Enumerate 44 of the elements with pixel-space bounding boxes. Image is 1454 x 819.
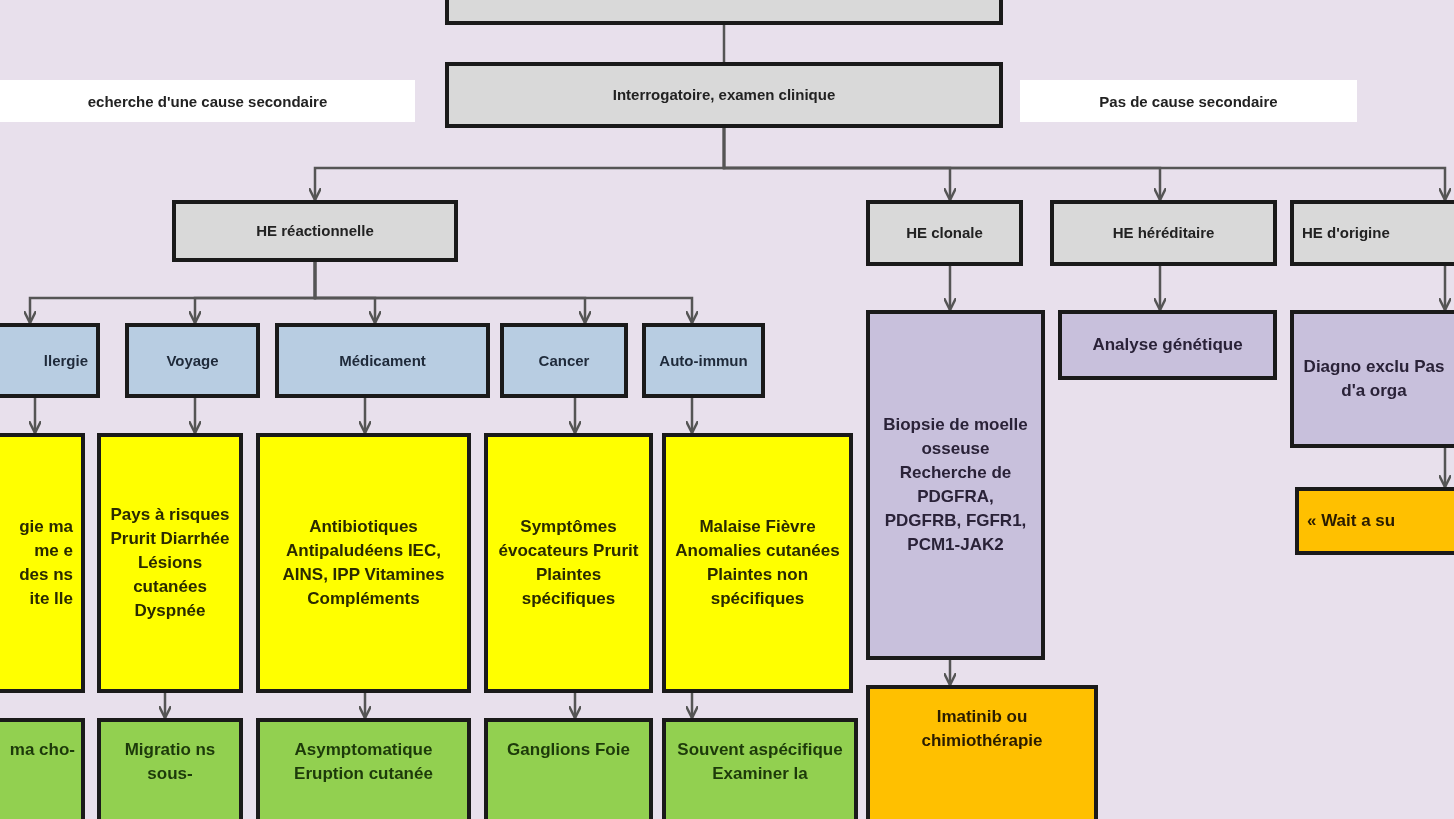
connector-arrow: [567, 398, 583, 435]
empty-box: [445, 0, 1003, 25]
process-box: HE héréditaire: [1050, 200, 1277, 266]
process-box: Antibiotiques Antipaludéens IEC, AINS, IPP Vitamines Compléments: [256, 433, 471, 693]
connector-arrow: [1437, 266, 1453, 312]
process-box: Analyse génétique: [1058, 310, 1277, 380]
connector-arrow: [567, 693, 583, 720]
process-box: Interrogatoire, examen clinique: [445, 62, 1003, 128]
process-box: ma cho-: [0, 718, 85, 819]
process-box: Asymptomatique Eruption cutanée: [256, 718, 471, 819]
process-box: Pays à risques Prurit Diarrhée Lésions cutanées Dyspnée: [97, 433, 243, 693]
connector-arrow: [722, 128, 1453, 202]
connector-arrow: [187, 398, 203, 435]
process-box: Diagno exclu Pas d'a orga: [1290, 310, 1454, 448]
branch-label: Pas de cause secondaire: [1020, 80, 1357, 122]
connector-arrow: [684, 693, 700, 720]
process-box: Biopsie de moelle osseuse Recherche de PDGFRA, PDGFRB, FGFR1, PCM1-JAK2: [866, 310, 1045, 660]
process-box: HE d'origine: [1290, 200, 1454, 266]
process-box: gie ma me e des ns ite lle: [0, 433, 85, 693]
connector-arrow: [942, 266, 958, 312]
process-box: Imatinib ou chimiothérapie: [866, 685, 1098, 819]
process-box: HE réactionnelle: [172, 200, 458, 262]
process-box: Souvent aspécifique Examiner la: [662, 718, 858, 819]
connector-arrow: [1437, 448, 1453, 489]
process-box: Auto-immun: [642, 323, 765, 398]
process-box: Ganglions Foie: [484, 718, 653, 819]
connector-arrow: [684, 398, 700, 435]
connector-arrow: [357, 693, 373, 720]
process-box: Migratio ns sous-: [97, 718, 243, 819]
process-box: Symptômes évocateurs Prurit Plaintes spécifiques: [484, 433, 653, 693]
process-box: « Wait a su: [1295, 487, 1454, 555]
branch-label: echerche d'une cause secondaire: [0, 80, 415, 122]
connector-arrow: [1152, 266, 1168, 312]
connector-arrow: [942, 660, 958, 687]
process-box: Cancer: [500, 323, 628, 398]
process-box: HE clonale: [866, 200, 1023, 266]
process-box: Voyage: [125, 323, 260, 398]
process-box: Malaise Fièvre Anomalies cutanées Plaintes non spécifiques: [662, 433, 853, 693]
connector-arrow: [313, 262, 700, 325]
process-box: llergie: [0, 323, 100, 398]
connector-arrow: [27, 398, 43, 435]
connector-arrow: [157, 693, 173, 720]
connector-arrow: [357, 398, 373, 435]
process-box: Médicament: [275, 323, 490, 398]
